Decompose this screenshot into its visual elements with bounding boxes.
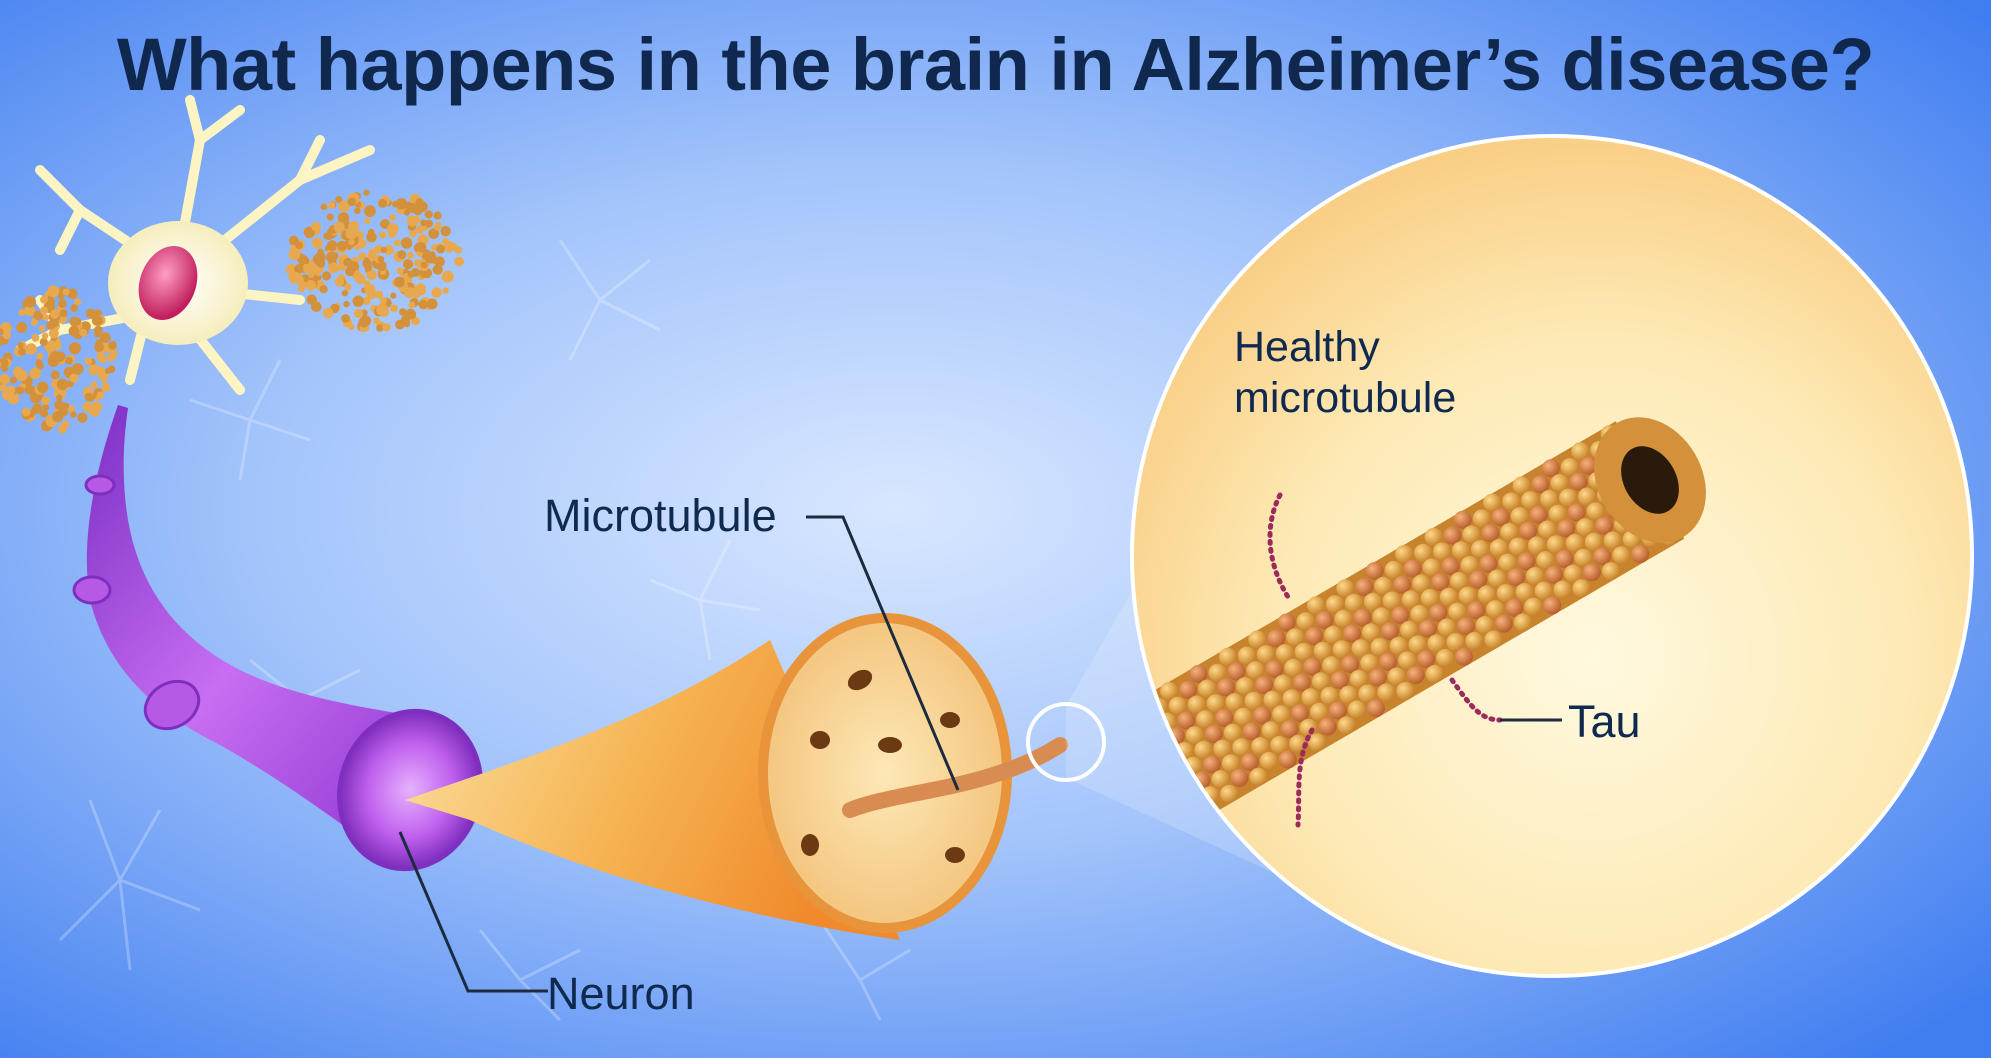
healthy-microtubule-label: Healthy microtubule — [1234, 322, 1456, 424]
healthy-label-line2: microtubule — [1234, 373, 1456, 424]
tau-label: Tau — [1568, 696, 1641, 748]
neuron-label: Neuron — [547, 968, 695, 1020]
page-title: What happens in the brain in Alzheimer’s… — [0, 22, 1991, 107]
healthy-label-line1: Healthy — [1234, 322, 1456, 373]
microtubule-label: Microtubule — [544, 490, 777, 542]
